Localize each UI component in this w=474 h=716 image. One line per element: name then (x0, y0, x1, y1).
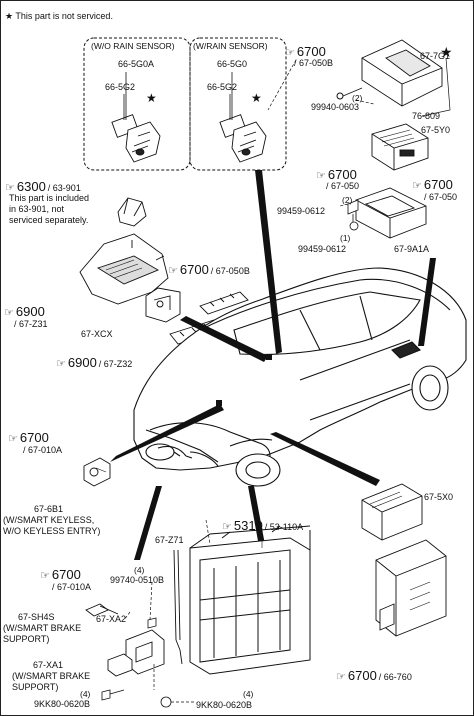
part-66-5g0: 66-5G0 (217, 59, 248, 69)
part-67-9a1a: 67-9A1A (394, 244, 430, 254)
bolt-99740 (147, 617, 157, 629)
part-67-5y0: 67-5Y0 (421, 125, 451, 135)
smart-brake-2-line-1: (W/SMART BRAKE (12, 671, 91, 681)
ref-6700-010a-top[interactable]: ☞ 6700 (8, 430, 49, 445)
ref-6700-050b-top-sub: / 67-050B (294, 58, 334, 68)
star-w-icon: ★ (251, 91, 262, 105)
hand-pointer-icon: ☞ (56, 358, 66, 370)
bolt-9kk80-right (160, 696, 196, 708)
ref-6700-010a-bot[interactable]: ☞ 6700 (40, 567, 81, 582)
sensor-module-wo (111, 114, 161, 163)
qty-1: (1) (340, 233, 351, 243)
hand-pointer-icon: ☞ (412, 180, 422, 192)
bracket-67-z32-upper (199, 291, 249, 315)
smart-brake-1-line-2: SUPPORT) (3, 634, 50, 644)
hand-pointer-icon: ☞ (168, 265, 178, 277)
not-serviced-note: ★ This part is not serviced. (5, 11, 113, 21)
ref-6700-050-left[interactable]: ☞ 6700 (316, 167, 357, 182)
ref-6700-66-760[interactable]: ☞ 6700 / 66-760 (336, 668, 412, 683)
ref-6700-010a-bot-sub: / 67-010A (52, 582, 92, 592)
ref-6900-67-z31-sub: / 67-Z31 (14, 319, 48, 329)
radiator-support-5310 (189, 525, 311, 675)
part-66-5g2-wo: 66-5G2 (105, 82, 136, 92)
cover-6900 (79, 233, 169, 305)
qty-4-c: (4) (243, 689, 254, 699)
hand-pointer-icon: ☞ (222, 521, 232, 533)
part-67-xa2: 67-XA2 (96, 614, 127, 624)
bracket-67-xa2 (125, 629, 165, 675)
part-76-809: 76-809 (412, 111, 441, 121)
smart-keyless-line-1: (W/SMART KEYLESS, (3, 515, 95, 525)
sensor-module-w (219, 114, 267, 163)
part-99940-0603: 99940-0603 (311, 102, 360, 112)
hand-pointer-icon: ☞ (4, 307, 14, 319)
hand-pointer-icon: ☞ (336, 671, 346, 683)
ref-5310-53-110a[interactable]: ☞ 5310 / 53-110A (222, 518, 304, 533)
cover-6300 (117, 197, 147, 227)
part-67-7g1: 67-7G1 (420, 51, 451, 61)
part-9kk80-0620b-left: 9KK80-0620B (34, 699, 91, 709)
car-outline (133, 267, 467, 487)
hand-pointer-icon: ☞ (8, 433, 18, 445)
module-67-5y0 (371, 123, 429, 171)
qty-2-b: (2) (342, 195, 353, 205)
bolt-9kk80-left (101, 689, 125, 701)
hand-pointer-icon: ☞ (285, 47, 295, 59)
part-67-6b1: 67-6B1 (34, 504, 64, 514)
smart-brake-2-line-2: SUPPORT) (12, 682, 59, 692)
svg-text:★: ★ (440, 45, 453, 61)
part-67-5x0: 67-5X0 (424, 492, 454, 502)
module-67-xa1 (107, 653, 133, 677)
leader-wedges (110, 170, 436, 560)
hand-pointer-icon: ☞ (40, 570, 50, 582)
hand-pointer-icon: ☞ (5, 182, 15, 194)
part-66-5g0a: 66-5G0A (118, 59, 155, 69)
ref-6700-010a-top-sub: / 67-010A (23, 445, 63, 455)
qty-4-a: (4) (134, 565, 145, 575)
bracket-67-9a1a (355, 187, 427, 239)
note-6300-line-3: serviced separately. (9, 215, 89, 225)
part-99459-0612-b: 99459-0612 (298, 244, 347, 254)
note-6300-line-2: in 63-901, not (9, 204, 65, 214)
ref-6700-050-right[interactable]: ☞ 6700 (412, 177, 453, 192)
w-rain-sensor-box (189, 37, 287, 171)
wo-rain-sensor-label: (W/O RAIN SENSOR) (91, 41, 175, 51)
part-67-xa1: 67-XA1 (33, 660, 64, 670)
harness-67-z71 (173, 549, 183, 665)
smart-keyless-line-2: W/O KEYLESS ENTRY) (3, 526, 101, 536)
star-wo-icon: ★ (146, 91, 157, 105)
sensor-67-sh4s (85, 603, 119, 617)
cover-67-7g1 (361, 39, 443, 107)
ref-6700-050b-mid[interactable]: ☞ 6700 / 67-050B (168, 262, 250, 277)
part-9kk80-0620b-right: 9KK80-0620B (196, 700, 253, 710)
module-67-6b1 (83, 457, 111, 487)
bracket-67-xcx (145, 287, 181, 323)
smart-brake-1-line-1: (W/SMART BRAKE (3, 623, 82, 633)
bracket-66-760 (375, 539, 447, 637)
part-67-xcx: 67-XCX (81, 329, 113, 339)
qty-4-b: (4) (80, 689, 91, 699)
part-66-5g2-w: 66-5G2 (207, 82, 238, 92)
ref-6900-67-z32[interactable]: ☞ 6900 / 67-Z32 (56, 355, 133, 370)
ref-6300-63-901[interactable]: ☞ 6300 / 63-901 (5, 179, 81, 194)
part-99459-0612-a: 99459-0612 (277, 206, 326, 216)
part-67-sh4s: 67-SH4S (18, 612, 55, 622)
module-67-5x0 (361, 483, 423, 541)
part-99740-0510b: 99740-0510B (110, 575, 165, 585)
bolt-99459-bottom (349, 221, 359, 231)
note-6300-line-1: This part is included (9, 193, 90, 203)
w-rain-sensor-label: (W/RAIN SENSOR) (193, 41, 268, 51)
hand-pointer-icon: ☞ (316, 170, 326, 182)
part-67-z71: 67-Z71 (155, 535, 184, 545)
ref-6700-050b-top[interactable]: ☞ 6700 (285, 44, 326, 59)
ref-6900-67-z31[interactable]: ☞ 6900 (4, 304, 45, 319)
ref-6700-050-left-sub: / 67-050 (326, 181, 360, 191)
ref-6700-050-right-sub: / 67-050 (424, 192, 458, 202)
qty-2-a: (2) (352, 93, 363, 103)
